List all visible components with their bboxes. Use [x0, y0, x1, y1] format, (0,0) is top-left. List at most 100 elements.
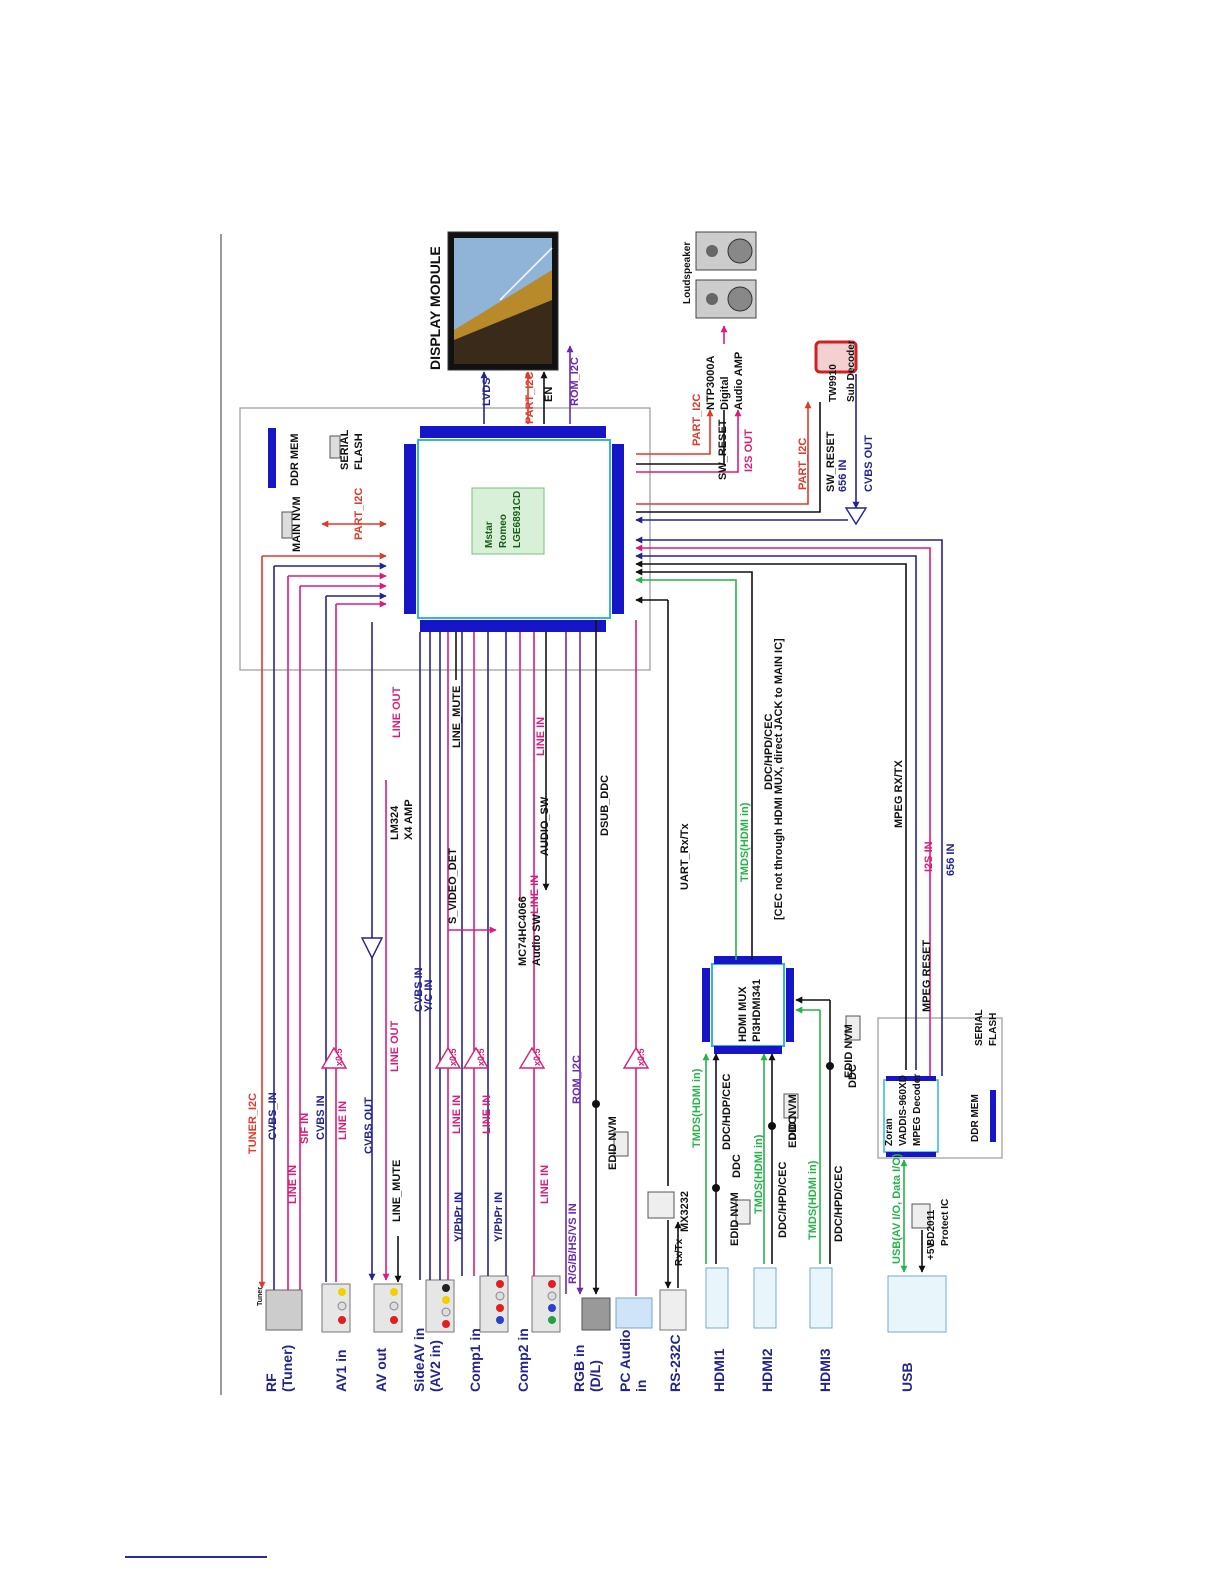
- main-board-frame: [239, 407, 651, 671]
- mpeg-mem-label: DDR MEM: [970, 1094, 981, 1142]
- mpeg-mem-label: SERIAL: [974, 1009, 985, 1046]
- lower-signal-label: TMDS(HDMI in): [807, 1160, 819, 1240]
- lower-signal-label: DDC/HDP/CEC: [721, 1074, 733, 1150]
- lower-signal-label: LINE IN: [287, 1165, 299, 1204]
- lower-signal-label: LINE IN: [451, 1095, 463, 1134]
- board-parts: [268, 428, 341, 539]
- lower-signal-label: DDC: [787, 1116, 799, 1140]
- right-signal-label: 656 IN: [837, 460, 849, 492]
- right-signal-label: PART_I2C: [691, 394, 703, 446]
- loudspeaker-label: Loudspeaker: [682, 242, 693, 304]
- hdmi-mux-label: PI3HDMI341: [751, 979, 763, 1042]
- lower-signal-label: TUNER_I2C: [247, 1093, 259, 1154]
- mpeg-chip-label: Zoran: [884, 1118, 895, 1146]
- middle-signal-label: 656 IN: [945, 844, 957, 876]
- middle-signal-label: DSUB_DDC: [599, 775, 611, 836]
- display-signal-label: PART_I2C: [524, 372, 536, 424]
- sub-decoder-label: TW9910: [828, 364, 839, 402]
- amp-chip-label: LM324: [389, 805, 401, 840]
- connector-icons: [265, 1267, 947, 1333]
- input-connector-label: RF: [263, 1373, 279, 1392]
- amp-chip-label: X4 AMP: [403, 799, 415, 840]
- display-module-title: DISPLAY MODULE: [427, 246, 443, 370]
- lower-signal-label: CVBS_IN: [267, 1092, 279, 1140]
- audio-switch-label: MC74HC4066: [517, 896, 529, 966]
- middle-signal-label: TMDS(HDMI in): [739, 802, 751, 882]
- usb-protect-label: BD2011: [926, 1209, 937, 1246]
- display-signal-label: LVDS: [481, 377, 493, 406]
- junction-dots: [592, 1062, 834, 1192]
- input-connector-label: AV1 in: [333, 1349, 349, 1392]
- lower-signal-label: USB(AV I/O, Data I/O): [891, 1153, 903, 1264]
- lower-signal-label: EDID NVM: [607, 1116, 619, 1170]
- middle-signal-label: S_VIDEO_DET: [447, 848, 459, 924]
- aux-ics: [613, 1015, 931, 1229]
- buffer-triangles: [320, 507, 868, 1069]
- lower-signal-label: SIF IN: [299, 1113, 311, 1144]
- lower-signal-label: DDC/HPD/CEC: [777, 1162, 789, 1238]
- lower-signal-label: ROM_I2C: [571, 1055, 583, 1104]
- input-connector-label: Comp1 in: [467, 1328, 483, 1392]
- lower-signal-label: DDC: [731, 1154, 743, 1178]
- lower-signal-label: LINE_MUTE: [391, 1160, 403, 1222]
- display-signal-label: ROM_I2C: [569, 357, 581, 406]
- buffer-gain-label: x0.5: [476, 1048, 486, 1066]
- buffer-gain-label: x0.5: [636, 1048, 646, 1066]
- lower-signal-label: LINE IN: [337, 1101, 349, 1140]
- lower-signal-label: TMDS(HDMI in): [691, 1068, 703, 1148]
- board-part-label: FLASH: [353, 433, 365, 470]
- board-part-label: MAIN NVM: [291, 496, 303, 552]
- diagram-labels: DISPLAY MODULE LVDS PART_I2C EN ROM_I2C DDR M…: [247, 242, 999, 1392]
- lower-signal-label: LINE IN: [481, 1095, 493, 1134]
- middle-signal-label: UART_Rx/Tx: [679, 822, 691, 890]
- middle-signal-label: MPEG RX/TX: [893, 759, 905, 828]
- mpeg-board: [877, 1017, 1003, 1159]
- middle-signal-label: LINE IN: [529, 875, 541, 914]
- input-connector-label: RGB in: [571, 1345, 587, 1392]
- main-chip-name: Mstar: [484, 521, 495, 548]
- input-connector-label: HDMI3: [817, 1348, 833, 1392]
- board-part-label: SERIAL: [339, 429, 351, 470]
- main-chip-name: LGE6891CD: [512, 491, 523, 548]
- main-chip-name: Romeo: [498, 514, 509, 548]
- lower-signal-label: CVBS IN: [315, 1095, 327, 1140]
- lower-signal-label: TMDS(HDMI in): [753, 1134, 765, 1214]
- buffer-gain-label: x0.5: [448, 1048, 458, 1066]
- middle-signal-label: LINE_MUTE: [451, 686, 463, 748]
- buffer-gain-label: x0.5: [334, 1048, 344, 1066]
- input-connector-label: Comp2 in: [515, 1328, 531, 1392]
- lower-signal-label: EDID NVM: [729, 1192, 741, 1246]
- mpeg-chip-label: VADDIS-960XD: [898, 1075, 909, 1146]
- input-connector-label: HDMI2: [759, 1348, 775, 1392]
- input-connector-label: RS-232C: [667, 1334, 683, 1392]
- middle-signal-label: DDC/HPD/CEC: [763, 714, 775, 790]
- right-signal-label: PART_I2C: [797, 438, 809, 490]
- middle-signal-label: CVBS IN: [413, 967, 425, 1012]
- display-signal-label: EN: [543, 387, 555, 402]
- footer-rule: [125, 1556, 267, 1558]
- middle-signal-label: AUDIO_SW: [539, 796, 551, 856]
- input-connector-label: HDMI1: [711, 1348, 727, 1392]
- lower-signal-label: LINE IN: [539, 1165, 551, 1204]
- mpeg-chip-label: MPEG Decoder: [912, 1074, 923, 1146]
- input-connector-label: USB: [899, 1362, 915, 1392]
- lower-signal-label: DDC/HPD/CEC: [833, 1166, 845, 1242]
- middle-signal-label: LINE OUT: [391, 686, 403, 738]
- middle-signal-label: LINE IN: [535, 717, 547, 756]
- hdmi-mux-label: HDMI MUX: [737, 986, 749, 1042]
- right-signal-label: I2S OUT: [743, 429, 755, 472]
- buffer-labels: x0.5 x0.5 x0.5 x0.5 x0.5: [334, 1048, 646, 1066]
- plus5v-label: +5V: [926, 1242, 937, 1260]
- lower-signal-label: R/G/B/HS/VS IN: [567, 1203, 579, 1284]
- audio-amp-label: NTP3000A: [705, 356, 717, 410]
- audio-amp-label: Digital: [719, 376, 731, 410]
- audio-switch-label: Audio SW: [531, 913, 543, 966]
- middle-signal-label: MPEG RESET: [921, 940, 933, 1012]
- board-part-label: DDR MEM: [289, 433, 301, 486]
- middle-signal-label: I2S IN: [923, 841, 935, 872]
- loudspeaker-icons: [695, 231, 757, 319]
- sub-decoder-chip: [814, 340, 858, 374]
- buffer-gain-label: x0.5: [532, 1048, 542, 1066]
- lower-signal-label: EDID NVM: [843, 1024, 855, 1078]
